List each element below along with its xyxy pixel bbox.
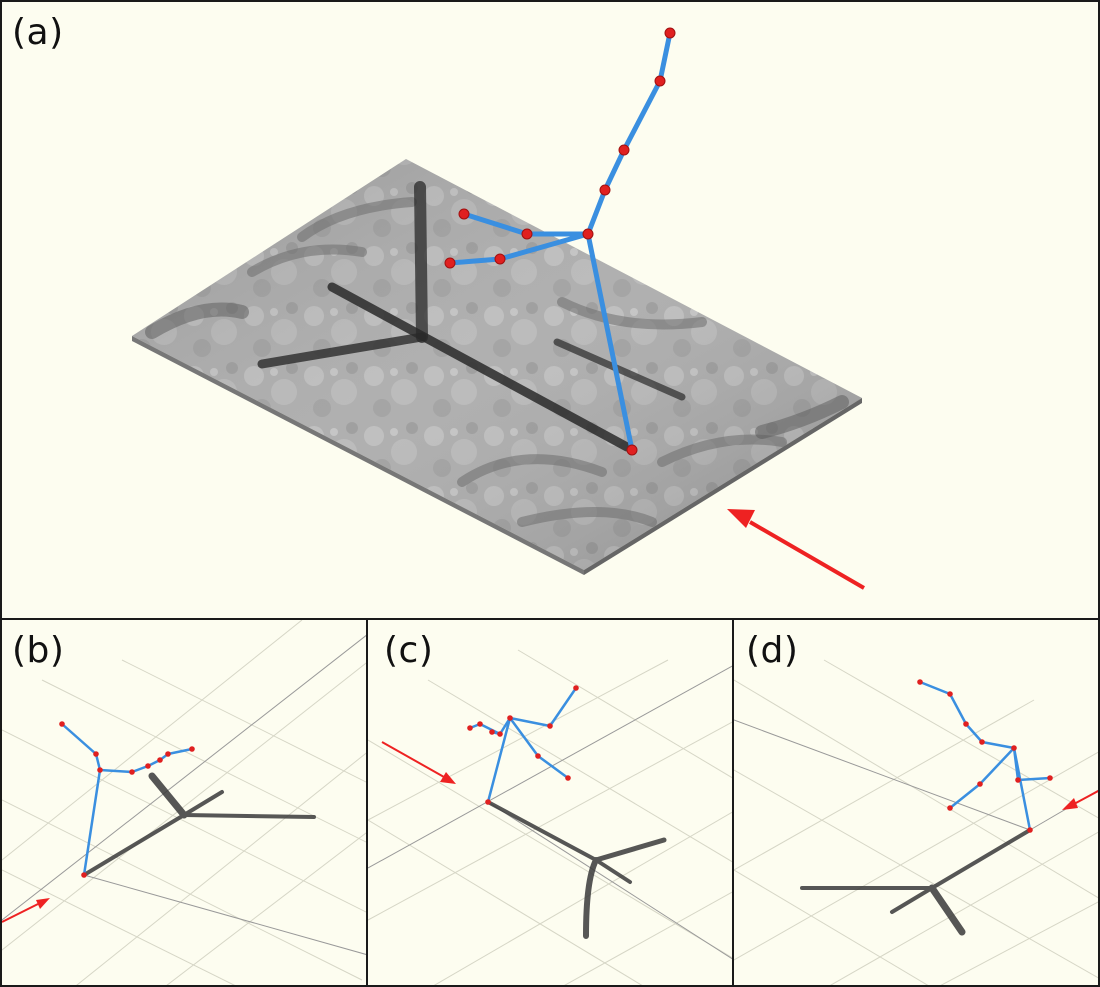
panel-c: (c) <box>366 618 734 987</box>
panel-label-b: (b) <box>12 630 65 671</box>
skeleton-nodes <box>917 679 1053 833</box>
skeleton-nodes <box>59 721 195 878</box>
skeleton-shadow <box>486 800 667 939</box>
panel-b: (b) <box>0 618 368 987</box>
view-direction-arrow <box>727 509 866 590</box>
panel-a: (a) <box>0 0 1100 620</box>
axis-line <box>487 801 732 960</box>
panel-label-c: (c) <box>384 630 434 671</box>
panel-label-a: (a) <box>12 12 64 53</box>
axis-line <box>83 874 366 955</box>
skeleton-edges <box>447 30 673 453</box>
view-direction-arrow <box>2 898 50 923</box>
panel-c-scene <box>368 649 732 985</box>
axis-line <box>734 719 1031 831</box>
skeleton-nodes <box>467 685 579 805</box>
axis-line <box>2 634 366 921</box>
panel-d-scene <box>734 659 1098 985</box>
ground-grid <box>734 659 1098 985</box>
skeleton-shadow <box>257 181 686 452</box>
skeleton-shadow <box>82 772 316 877</box>
view-direction-arrow <box>1062 789 1098 810</box>
ground-grid <box>368 649 732 985</box>
panel-label-d: (d) <box>746 630 799 671</box>
panel-b-scene <box>2 620 366 985</box>
skeleton-nodes <box>444 27 676 456</box>
skeleton-edges <box>918 680 1052 832</box>
view-direction-arrow <box>381 741 456 784</box>
panel-d: (d) <box>732 618 1100 987</box>
ground-grid <box>2 620 366 985</box>
image-plane <box>132 159 862 575</box>
skeleton-shadow <box>800 828 1032 936</box>
panel-a-scene <box>132 27 866 590</box>
skeleton-edges <box>468 686 578 804</box>
